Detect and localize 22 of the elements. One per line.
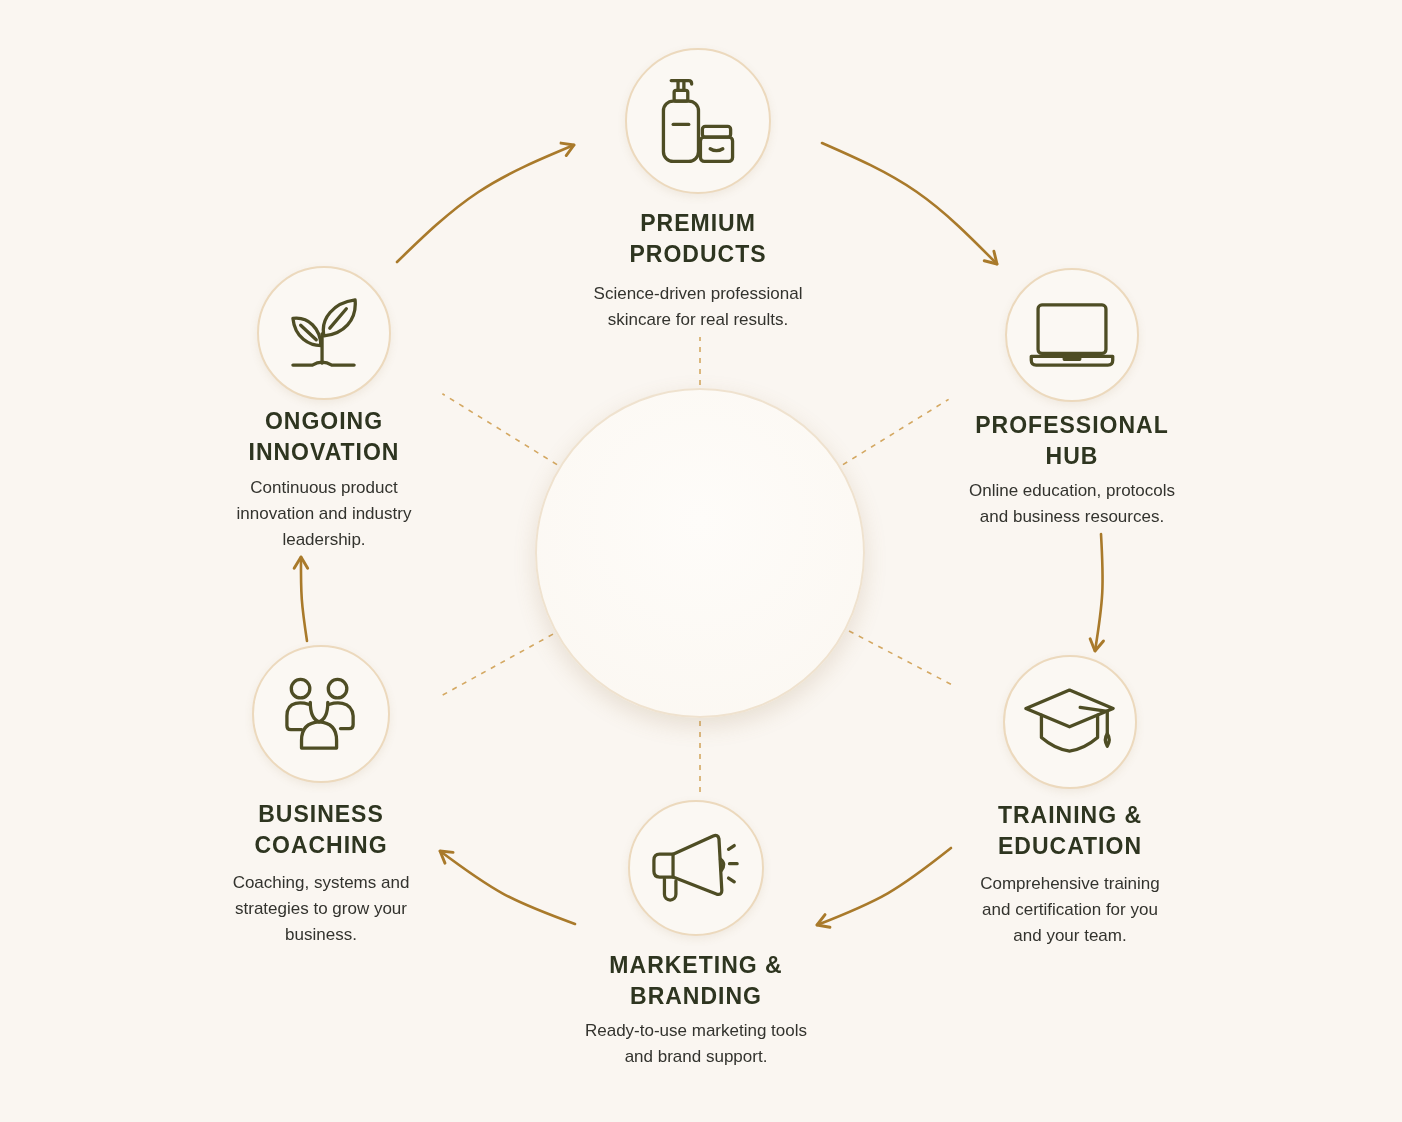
feature-description: Coaching, systems and strategies to grow your business.: [231, 872, 411, 946]
feature-description: Ready-to-use marketing tools and brand support.: [583, 1020, 808, 1068]
dashed-line: [848, 630, 953, 686]
feature-title: TRAINING & EDUCATION: [996, 801, 1144, 861]
dashed-line: [699, 336, 701, 386]
feature-description: Comprehensive training and certification for you and your team.: [979, 873, 1161, 947]
feature-description: Continuous product innovation and industry leadership.: [235, 477, 413, 551]
curved-arrow: [292, 555, 310, 643]
feature-title: ONGOING INNOVATION: [247, 407, 401, 467]
feature-description: Science-driven professional skincare for real results.: [592, 283, 804, 331]
feature-title: BUSINESS COACHING: [253, 800, 389, 860]
curved-arrow: [815, 846, 953, 929]
feature-title: PREMIUM PRODUCTS: [628, 209, 768, 269]
feature-title: PROFESSIONAL HUB: [974, 411, 1170, 471]
dashed-line: [441, 392, 558, 466]
dashed-line: [842, 398, 950, 466]
curved-arrow: [1088, 532, 1105, 653]
curved-arrow: [395, 141, 576, 264]
curved-arrow: [820, 141, 999, 266]
curved-arrow: [438, 849, 577, 926]
feature-title: MARKETING & BRANDING: [608, 951, 784, 1011]
feature-description: Online education, protocols and business resources.: [968, 480, 1176, 528]
